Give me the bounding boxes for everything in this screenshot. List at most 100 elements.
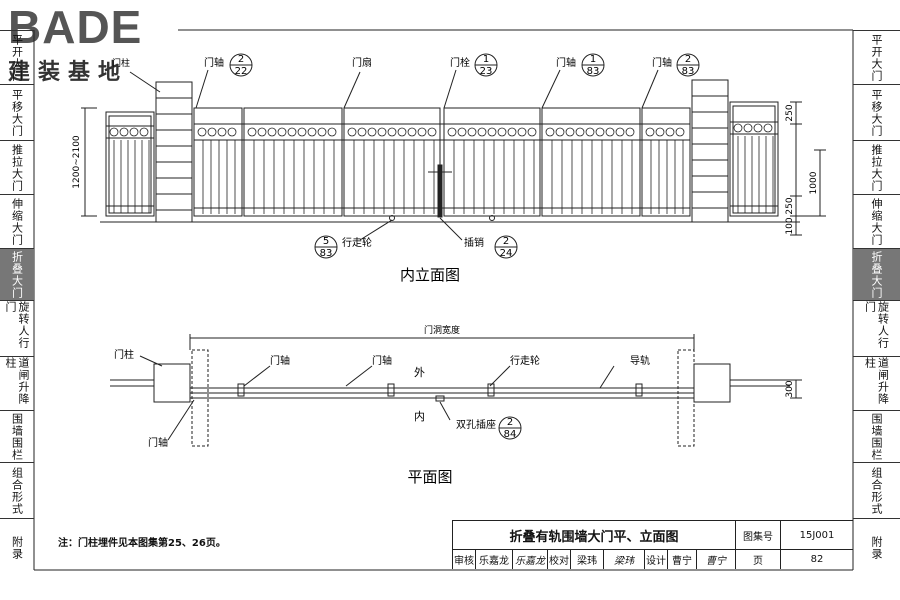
elevation-dim-mid: 1000 — [809, 171, 819, 194]
elevation-axis-right-den: 83 — [682, 66, 695, 77]
title-block: 折叠有轨围墙大门平、立面图 图集号 15J001 审核 乐嘉龙 乐嘉龙 校对 梁… — [452, 520, 853, 569]
elevation-title: 内立面图 — [400, 266, 460, 284]
sidebar-tab-label: 推拉大门 — [870, 144, 883, 192]
sidebar-tab-4[interactable]: 伸缩大门 — [0, 194, 34, 249]
plan-inside-label: 内 — [414, 409, 425, 423]
reviewer-name: 乐嘉龙 — [476, 550, 513, 569]
sidebar-tab-3[interactable]: 推拉大门 — [0, 140, 34, 195]
design-label: 设计 — [645, 550, 668, 569]
sidebar-tab-8[interactable]: 围墙围栏 — [853, 410, 900, 463]
plan-axis2-label: 门轴 — [372, 354, 392, 367]
sidebar-tab-4[interactable]: 伸缩大门 — [853, 194, 900, 249]
sidebar-tab-label: 平移大门 — [10, 89, 24, 137]
elevation-latch-label: 插销 — [464, 236, 484, 249]
sidebar-tab-5[interactable]: 折叠大门 — [0, 248, 34, 301]
plan-axis1-label: 门轴 — [270, 354, 290, 367]
atlas-number: 15J001 — [781, 521, 853, 550]
sidebar-tab-label: 伸缩大门 — [870, 198, 883, 246]
review-label: 审核 — [453, 550, 476, 569]
sidebar-tab-1[interactable]: 平开大门 — [0, 30, 34, 85]
elevation-wheel-num: 5 — [323, 236, 329, 247]
sidebar-tab-label: 附录 — [10, 535, 24, 560]
sidebar-tab-6[interactable]: 旋转人行门 — [853, 300, 900, 357]
sidebar-tab-5[interactable]: 折叠大门 — [853, 248, 900, 301]
designer-name: 曹宁 — [668, 550, 697, 569]
logo-subtitle: 建装基地 — [8, 60, 129, 85]
elevation-wheel-label: 行走轮 — [342, 236, 372, 249]
check-label: 校对 — [548, 550, 571, 569]
sidebar-tab-label: 附录 — [870, 535, 883, 560]
logo: BADE 建装基地 — [8, 4, 178, 85]
elevation-axis-mid-num: 1 — [590, 54, 596, 65]
elevation-latch-den: 24 — [500, 248, 513, 259]
sidebar-tab-10[interactable]: 附录 — [0, 518, 34, 576]
sidebar-tab-10[interactable]: 附录 — [853, 518, 900, 576]
sidebar-tab-label: 道闸升降柱 — [4, 357, 30, 405]
page-number: 82 — [810, 554, 824, 565]
elevation-latch-num: 2 — [503, 236, 509, 247]
plan-drawing — [110, 334, 802, 447]
sidebar-tab-9[interactable]: 组合形式 — [0, 462, 34, 519]
sidebar-tab-label: 平开大门 — [870, 34, 883, 82]
sidebar-tab-2[interactable]: 平移大门 — [853, 84, 900, 141]
plan-dim-300: 300 — [785, 380, 795, 397]
elevation-wheel-den: 83 — [320, 248, 333, 259]
drawing-title: 折叠有轨围墙大门平、立面图 — [453, 521, 736, 550]
elevation-axis-label: 门轴 — [204, 56, 224, 69]
plan-track-label: 导轨 — [630, 354, 650, 367]
elevation-bolt-label: 门栓 — [450, 56, 470, 69]
sidebar-tab-3[interactable]: 推拉大门 — [853, 140, 900, 195]
designer-signature: 曹宁 — [697, 550, 736, 569]
elevation-post-label: 门柱 — [112, 57, 130, 69]
elevation-axis-mid-label: 门轴 — [556, 56, 576, 69]
sidebar-tab-label: 伸缩大门 — [10, 198, 24, 246]
sidebar-tab-8[interactable]: 围墙围栏 — [0, 410, 34, 463]
sidebar-tab-label: 折叠大门 — [10, 251, 24, 299]
elevation-leaf-label: 门扇 — [352, 56, 372, 69]
sidebar-tab-label: 组合形式 — [10, 467, 24, 515]
sidebar-tab-label: 组合形式 — [870, 467, 883, 515]
plan-wheel-label: 行走轮 — [510, 354, 540, 367]
page-label: 页 — [736, 550, 781, 569]
sidebar-tab-label: 围墙围栏 — [870, 413, 883, 461]
plan-ref-den: 84 — [504, 429, 517, 440]
plan-post-label: 门柱 — [114, 348, 134, 361]
sidebar-tab-7[interactable]: 道闸升降柱 — [853, 356, 900, 411]
sidebar-tab-9[interactable]: 组合形式 — [853, 462, 900, 519]
checker-signature: 梁玮 — [604, 550, 645, 569]
elevation-bolt-num: 1 — [483, 54, 489, 65]
sidebar-tab-7[interactable]: 道闸升降柱 — [0, 356, 34, 411]
sidebar-tab-label: 折叠大门 — [870, 251, 883, 299]
sidebar-tab-label: 平开大门 — [10, 34, 24, 82]
sidebar-tab-label: 平移大门 — [870, 89, 883, 137]
sidebar-tab-1[interactable]: 平开大门 — [853, 30, 900, 85]
sidebar-tab-label: 围墙围栏 — [10, 413, 24, 461]
sidebar-tab-label: 旋转人行门 — [863, 301, 890, 349]
reviewer-signature: 乐嘉龙 — [513, 550, 548, 569]
left-sidebar: 平开大门平移大门推拉大门伸缩大门折叠大门旋转人行门道闸升降柱围墙围栏组合形式附录 — [0, 30, 34, 575]
atlas-label: 图集号 — [736, 521, 781, 550]
plan-outside-label: 外 — [414, 366, 425, 379]
plan-opening-width: 门洞宽度 — [424, 324, 460, 336]
elevation-axis-left-num: 2 — [238, 54, 244, 65]
elevation-dim-bottom: 250 — [785, 197, 795, 214]
elevation-axis-right-label: 门轴 — [652, 56, 672, 69]
plan-double-socket-label: 双孔插座 — [456, 418, 496, 431]
elevation-dim-ground: 100 — [785, 217, 795, 234]
checker-name: 梁玮 — [571, 550, 604, 569]
plan-title: 平面图 — [407, 468, 452, 486]
elevation-axis-mid-den: 83 — [587, 66, 600, 77]
plan-axis-bottom-label: 门轴 — [148, 436, 168, 449]
elevation-dim-top: 250 — [785, 104, 795, 121]
sidebar-tab-label: 推拉大门 — [10, 144, 24, 192]
sidebar-tab-label: 道闸升降柱 — [863, 357, 890, 405]
sidebar-tab-2[interactable]: 平移大门 — [0, 84, 34, 141]
elevation-axis-right-num: 2 — [685, 54, 691, 65]
sidebar-tab-label: 旋转人行门 — [4, 301, 30, 349]
elevation-bolt-den: 23 — [480, 66, 493, 77]
sidebar-tab-6[interactable]: 旋转人行门 — [0, 300, 34, 357]
right-sidebar: 平开大门平移大门推拉大门伸缩大门折叠大门旋转人行门道闸升降柱围墙围栏组合形式附录 — [853, 30, 900, 575]
elevation-axis-left-den: 22 — [235, 66, 248, 77]
